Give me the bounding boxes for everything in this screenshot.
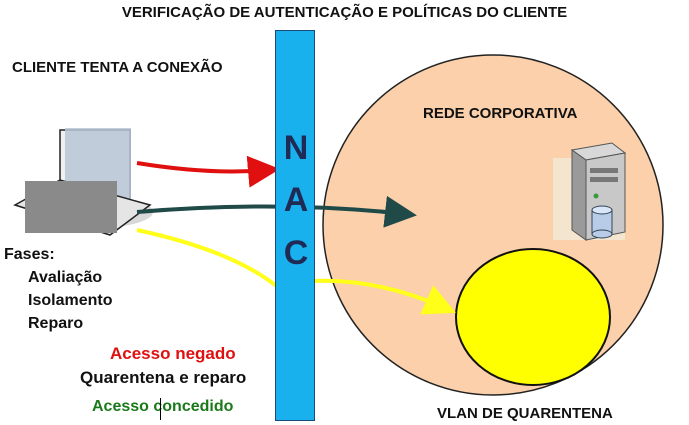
text-cursor	[160, 398, 161, 420]
access-denied-label: Acesso negado	[110, 344, 236, 363]
phases-header: Fases:	[4, 246, 55, 263]
denied-arrow	[136, 155, 280, 188]
laptop-icon	[13, 128, 153, 236]
quarantine-repair-label: Quarentena e reparo	[80, 368, 247, 387]
phase-item: Isolamento	[28, 292, 113, 309]
nac-bar: N A C	[275, 30, 315, 421]
nac-letter-c: C	[283, 234, 309, 272]
phase-item: Avaliação	[28, 269, 103, 286]
access-granted-label: Acesso concedido	[92, 398, 234, 415]
phases-list: Fases: Avaliação Isolamento Reparo	[4, 243, 112, 335]
quarantine-vlan-label: VLAN DE QUARENTENA	[437, 405, 613, 422]
phase-item: Reparo	[28, 315, 84, 332]
diagram-title: VERIFICAÇÃO DE AUTENTICAÇÃO E POLÍTICAS …	[121, 4, 568, 21]
nac-letter-n: N	[283, 129, 309, 167]
nac-letter-a: A	[283, 181, 309, 219]
quarantine-vlan-ellipse	[455, 248, 611, 386]
corporate-network-label: REDE CORPORATIVA	[423, 105, 578, 122]
client-attempts-label: CLIENTE TENTA A CONEXÃO	[12, 59, 223, 76]
database-icon	[591, 205, 613, 239]
